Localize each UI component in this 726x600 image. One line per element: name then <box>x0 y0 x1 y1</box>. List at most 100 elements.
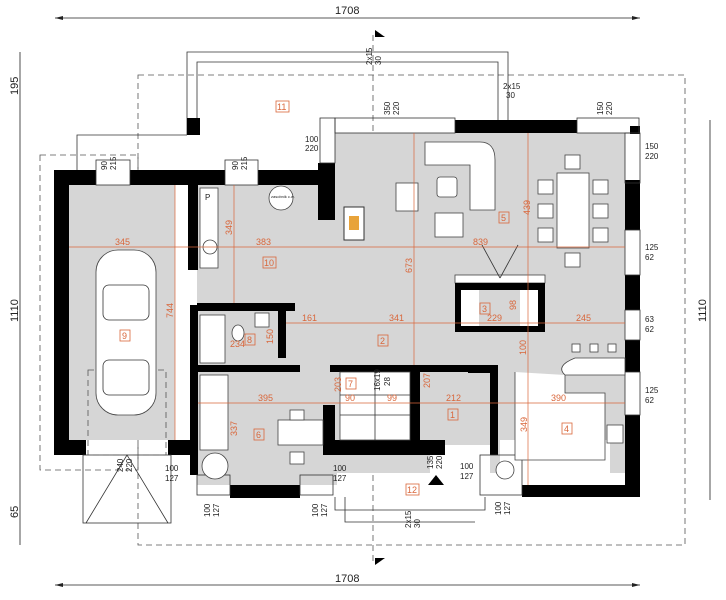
dimension-label: 220 <box>605 101 614 115</box>
room-dim: 744 <box>165 303 175 318</box>
room-number: 7 <box>348 379 353 389</box>
room-dim: 99 <box>387 393 397 403</box>
dimension-label: 220 <box>645 152 659 161</box>
room-dim: 207 <box>422 373 432 388</box>
shower <box>199 314 226 364</box>
room-dim: 161 <box>302 313 317 323</box>
overall-dimensions: 1708 1708 195 1110 65 1110 <box>9 5 711 587</box>
boiler-icon <box>495 460 515 480</box>
sink-icon <box>254 312 270 328</box>
dimension-label: 2x15 <box>404 510 413 528</box>
room-number: 5 <box>501 213 506 223</box>
walls <box>54 118 640 498</box>
sofa <box>424 141 496 211</box>
room-number: 9 <box>122 331 127 341</box>
dim-width-top: 1708 <box>335 5 359 17</box>
dimension-label: 30 <box>413 519 422 528</box>
kitchen-island <box>514 343 626 461</box>
section-marker-top <box>375 30 385 37</box>
dim-left-main: 1110 <box>9 299 21 322</box>
dimension-label: 215 <box>109 156 118 170</box>
dimension-label: 30 <box>506 91 515 100</box>
room-dimension-lines <box>69 133 625 485</box>
room-dim: 212 <box>446 393 461 403</box>
room-dim: 234 <box>230 339 245 349</box>
dining-table <box>537 154 609 268</box>
dimension-label: 135 <box>426 455 435 469</box>
dimension-label: 125 <box>645 243 659 252</box>
dimension-label: 62 <box>645 253 654 262</box>
round-table <box>201 452 229 480</box>
dimension-label: 2x15 <box>365 47 374 65</box>
room-dim: 90 <box>345 393 355 403</box>
dimension-label: 100 <box>333 464 347 473</box>
toilet-icon <box>231 324 245 342</box>
dimension-label: 220 <box>392 101 401 115</box>
dimension-label: 127 <box>212 503 221 517</box>
dimension-label: 2x15 <box>503 82 521 91</box>
dimension-label: 127 <box>460 472 474 481</box>
room-dim: 150 <box>265 329 275 344</box>
room-dim: 337 <box>229 421 239 436</box>
stairs <box>339 371 411 441</box>
room-numbers: 1 2 3 4 5 6 7 8 9 10 11 12 <box>119 100 573 496</box>
entry-steps <box>334 497 486 511</box>
room-dim: 349 <box>224 220 234 235</box>
room-dim: 439 <box>522 200 532 215</box>
dimension-label: 100 <box>460 462 474 471</box>
room-number: 12 <box>407 485 417 495</box>
car-icon <box>95 249 157 416</box>
armchair <box>434 212 464 238</box>
room-dim: 98 <box>508 300 518 310</box>
dimension-label: 90 <box>100 161 109 170</box>
room-number: 2 <box>380 336 385 346</box>
desk <box>277 419 324 446</box>
dimension-label: 62 <box>645 396 654 405</box>
terrace-pergola <box>186 51 509 135</box>
section-marker-bottom <box>375 558 385 565</box>
dimension-label: 100 <box>305 135 319 144</box>
dimension-label: 125 <box>645 386 659 395</box>
dimension-label: 215 <box>240 156 249 170</box>
dimension-label: 350 <box>383 101 392 115</box>
stair-dim: 16x19 <box>373 369 382 391</box>
dimension-label: 90 <box>231 161 240 170</box>
dimension-label: 150 <box>596 101 605 115</box>
dimension-label: 30 <box>374 56 383 65</box>
room-dim: 383 <box>256 237 271 247</box>
room-dim: 203 <box>333 377 343 392</box>
entrance-arrow-icon <box>428 475 444 485</box>
dimension-label: 127 <box>165 474 179 483</box>
fireplace <box>454 244 546 332</box>
room-number: 3 <box>482 304 487 314</box>
room-dim: 390 <box>551 393 566 403</box>
dimension-label: 100 <box>494 501 503 515</box>
dimension-label: 127 <box>320 503 329 517</box>
dimension-label: 100 <box>311 503 320 517</box>
dimension-label: 220 <box>435 455 444 469</box>
dimension-label: 127 <box>333 474 347 483</box>
room-number: 11 <box>277 102 286 112</box>
dimension-label: 100 <box>203 503 212 517</box>
dimension-label: 63 <box>645 315 654 324</box>
dimension-label: 240 <box>116 458 125 472</box>
coffee-table <box>436 176 458 198</box>
room-dim: 349 <box>519 417 529 432</box>
dimension-label: 100 <box>165 464 179 473</box>
dimension-label: 150 <box>645 142 659 151</box>
room-number: 8 <box>247 335 252 345</box>
fridge-label: P <box>205 193 210 202</box>
roof-outline <box>137 74 686 546</box>
dimension-label: 62 <box>645 325 654 334</box>
dim-right-main: 1110 <box>697 299 709 322</box>
dim-left-bottom: 65 <box>9 506 21 518</box>
room-number: 1 <box>450 410 455 420</box>
dimension-label: 220 <box>125 458 134 472</box>
room-number: 6 <box>256 430 261 440</box>
room-dim: 839 <box>473 237 488 247</box>
room-dim: 673 <box>404 258 414 273</box>
room-number: 10 <box>264 258 274 268</box>
room-dim: 341 <box>389 313 404 323</box>
